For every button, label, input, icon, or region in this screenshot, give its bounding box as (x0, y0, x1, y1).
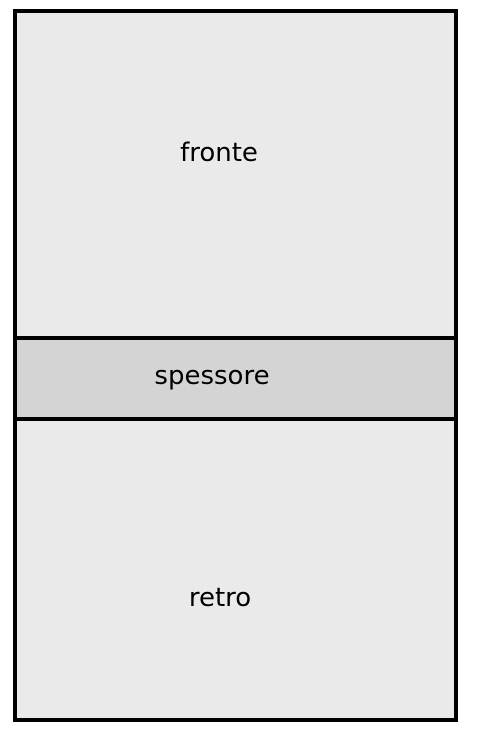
front-panel (13, 9, 458, 340)
back-label: retro (188, 583, 252, 613)
thickness-label: spessore (154, 361, 270, 391)
front-label: fronte (180, 138, 258, 168)
back-panel (13, 417, 458, 722)
